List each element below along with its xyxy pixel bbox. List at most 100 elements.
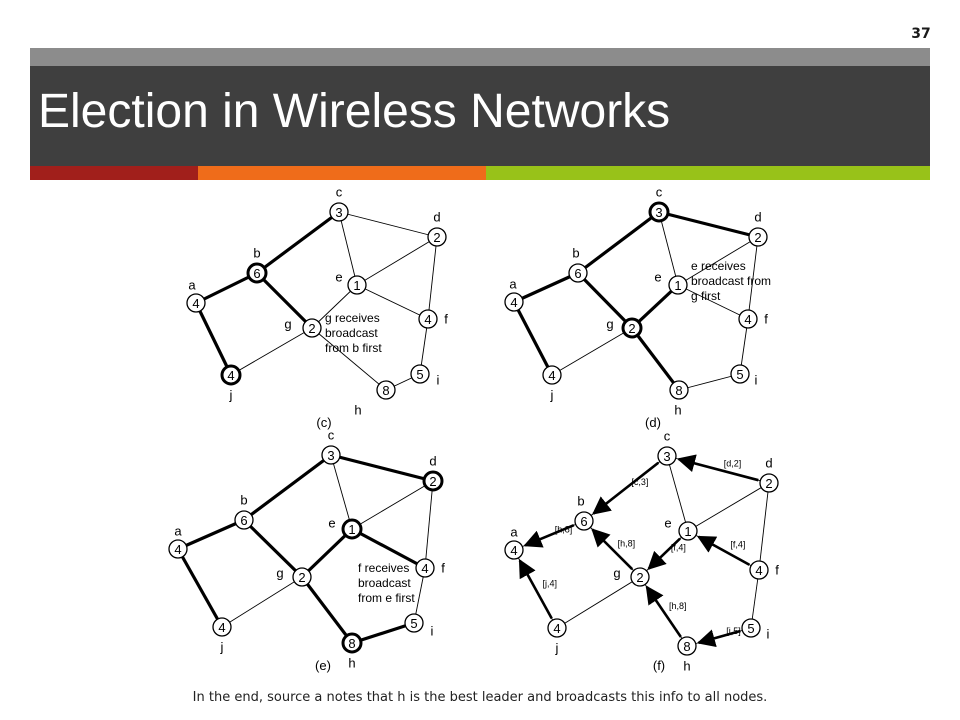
node-h-name: h (348, 656, 355, 671)
edge-label: [c,3] (631, 477, 648, 487)
panel-label: (c) (316, 415, 331, 430)
node-a-name: a (174, 524, 182, 539)
edge-label: [h,8] (555, 524, 573, 534)
node-a-value: 4 (510, 543, 517, 558)
edge-c-d (338, 211, 438, 238)
edge-e-f (356, 284, 429, 320)
edge-e-f (677, 284, 749, 320)
node-j-circle (220, 364, 242, 386)
node-h-value: 8 (382, 383, 389, 398)
panel-background (186, 180, 786, 438)
node-b-name: b (572, 246, 579, 261)
node-g-value: 2 (636, 570, 643, 585)
edge-label: [f,4] (671, 543, 686, 553)
edge-c-d (330, 453, 434, 483)
node-f-name: f (441, 561, 445, 576)
node-i-value: 5 (747, 621, 754, 636)
node-j-name: j (229, 388, 233, 403)
panel-label: (f) (653, 658, 665, 673)
node-d-name: d (429, 454, 436, 469)
edge-d-e (351, 480, 434, 530)
arrow-i-h (696, 629, 741, 648)
node-c-circle (657, 446, 677, 466)
edge-d-f (747, 236, 759, 320)
node-j-circle (547, 618, 567, 638)
node-g-name: g (284, 317, 291, 332)
panel-f: [j,4][h,8][c,3][d,2][h,8][f,4][f,4][h,8]… (504, 429, 779, 674)
arrow-b-a (523, 524, 575, 548)
node-b-name: b (577, 494, 584, 509)
node-g-name: g (276, 566, 283, 581)
annotation-line: g first (691, 289, 721, 303)
edge-label: [f,4] (730, 540, 745, 550)
accent-stripe-green (486, 166, 930, 180)
edge-a-b (195, 271, 258, 305)
node-c-circle (648, 201, 670, 223)
edge-label: [i,5] (726, 626, 741, 636)
edge-g-j (551, 327, 633, 376)
node-c-value: 3 (335, 205, 342, 220)
node-i-name: i (755, 373, 758, 388)
node-d-name: d (433, 210, 440, 225)
edge-c-e (338, 211, 358, 286)
node-g-circle (621, 317, 643, 339)
node-f-value: 4 (424, 312, 431, 327)
node-c-circle (321, 445, 341, 465)
edge-g-h (311, 327, 387, 391)
edge-d-e (677, 236, 759, 286)
node-d-circle (422, 470, 444, 492)
node-e-name: e (664, 516, 671, 531)
node-e-circle (678, 521, 698, 541)
node-a-circle (504, 540, 524, 560)
accent-stripe-red (30, 166, 198, 180)
node-a-name: a (188, 278, 196, 293)
annotation-line: from e first (358, 591, 415, 605)
node-h-value: 8 (348, 636, 355, 651)
node-b-value: 6 (240, 513, 247, 528)
node-c-name: c (328, 428, 335, 443)
edge-b-g (242, 518, 304, 579)
edge-g-j (221, 576, 303, 628)
arrow-c-b (592, 461, 660, 515)
node-e-value: 1 (348, 522, 355, 537)
edge-a-b (177, 518, 245, 551)
edge-b-g (255, 271, 314, 330)
node-e-name: e (328, 516, 335, 531)
edge-d-e (356, 236, 438, 286)
node-h-circle (669, 380, 689, 400)
edge-c-e (330, 454, 353, 530)
node-d-value: 2 (754, 230, 761, 245)
node-f-name: f (775, 563, 779, 578)
node-d-name: d (754, 210, 761, 225)
edge-b-g (576, 271, 634, 330)
annotation-line: broadcast (325, 326, 378, 340)
node-c-name: c (656, 185, 663, 200)
node-c-name: c (664, 429, 671, 444)
node-j-value: 4 (218, 620, 225, 635)
node-h-circle (376, 380, 396, 400)
node-h-circle (677, 636, 697, 656)
title-bar (30, 66, 930, 166)
node-b-circle (574, 511, 594, 531)
node-a-value: 4 (510, 295, 517, 310)
node-f-value: 4 (421, 561, 428, 576)
node-c-value: 3 (663, 449, 670, 464)
edge-h-i (678, 373, 741, 391)
arrow-h-g (645, 585, 682, 638)
node-g-value: 2 (628, 321, 635, 336)
annotation-line: broadcast from (691, 274, 771, 288)
node-j-circle (542, 365, 562, 385)
arrow-j-a (518, 558, 553, 619)
annotation-line: f receives (358, 561, 409, 575)
node-j-value: 4 (548, 368, 555, 383)
edge-b-c (243, 453, 332, 522)
node-b-name: b (253, 246, 260, 261)
edge-d-f (424, 480, 434, 569)
accent-stripe-orange (198, 166, 486, 180)
edge-label: [h,8] (669, 601, 687, 611)
node-g-name: g (606, 317, 613, 332)
